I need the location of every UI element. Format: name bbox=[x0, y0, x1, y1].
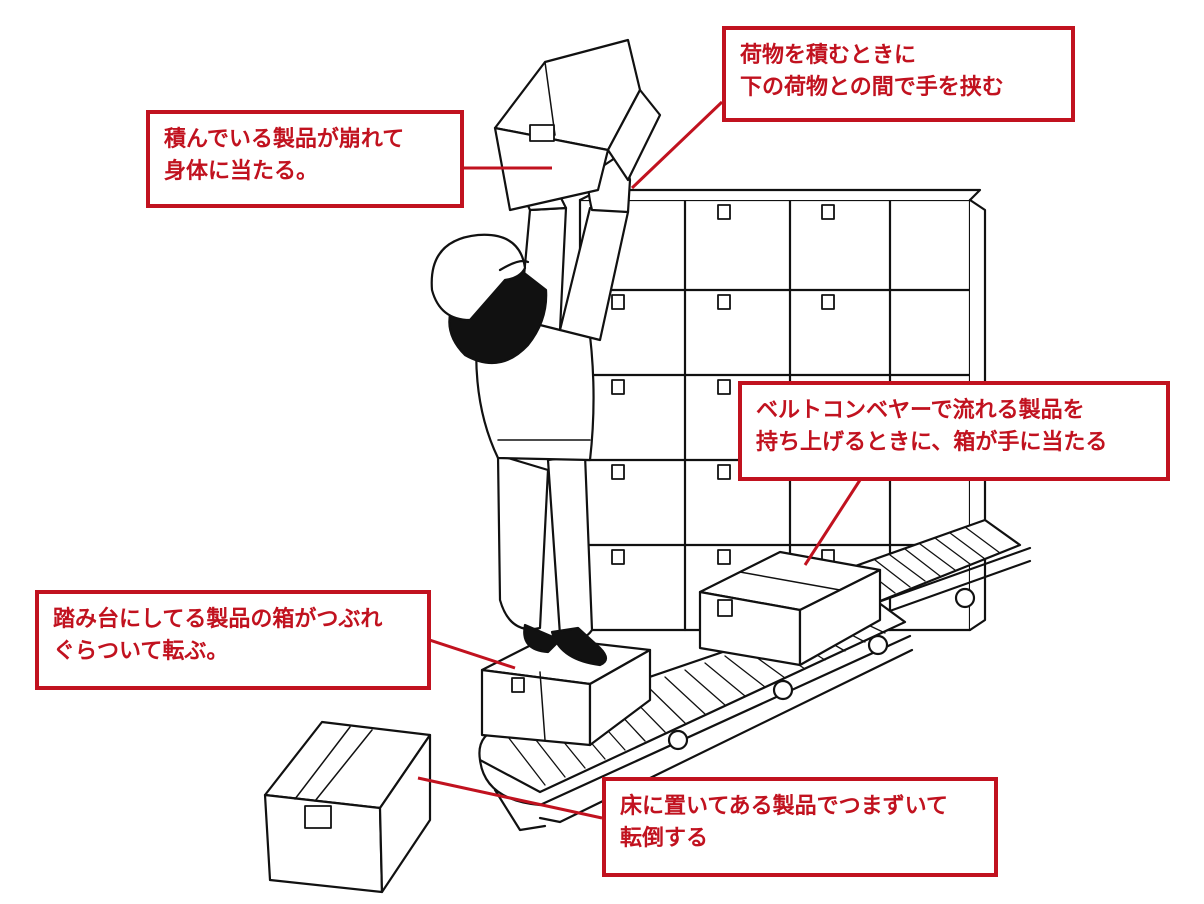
callout-conveyor: ベルトコンベヤーで流れる製品を 持ち上げるときに、箱が手に当たる bbox=[738, 381, 1170, 481]
callout-step-line-2: ぐらついて転ぶ。 bbox=[53, 639, 229, 664]
box-on-conveyor bbox=[698, 550, 882, 667]
callout-trip-line-1: 床に置いてある製品でつまずいて bbox=[620, 794, 949, 819]
callout-pinch-line-2: 下の荷物との間で手を挟む bbox=[740, 75, 1004, 100]
callout-step-line-1: 踏み台にしてる製品の箱がつぶれ bbox=[53, 607, 383, 632]
leader-pinch bbox=[630, 100, 724, 190]
callout-step: 踏み台にしてる製品の箱がつぶれ ぐらついて転ぶ。 bbox=[35, 590, 431, 690]
worker-figure bbox=[430, 156, 632, 667]
floor-box bbox=[263, 720, 432, 894]
leader-lines bbox=[404, 100, 862, 820]
leader-conveyor bbox=[803, 479, 862, 566]
lifted-box bbox=[493, 38, 662, 212]
callout-pinch: 荷物を積むときに 下の荷物との間で手を挟む bbox=[722, 26, 1075, 122]
callout-conveyor-line-1: ベルトコンベヤーで流れる製品を bbox=[756, 398, 1085, 423]
callout-conveyor-line-2: 持ち上げるときに、箱が手に当たる bbox=[756, 430, 1108, 455]
callout-collapse: 積んでいる製品が崩れて 身体に当たる。 bbox=[146, 110, 464, 208]
callout-trip-line-2: 転倒する bbox=[620, 826, 709, 851]
callout-trip: 床に置いてある製品でつまずいて 転倒する bbox=[602, 777, 998, 877]
callout-collapse-line-2: 身体に当たる。 bbox=[164, 159, 319, 184]
callout-collapse-line-1: 積んでいる製品が崩れて bbox=[164, 127, 405, 152]
step-box bbox=[480, 636, 652, 747]
leader-trip bbox=[417, 776, 603, 820]
callout-pinch-line-1: 荷物を積むときに bbox=[740, 43, 917, 68]
